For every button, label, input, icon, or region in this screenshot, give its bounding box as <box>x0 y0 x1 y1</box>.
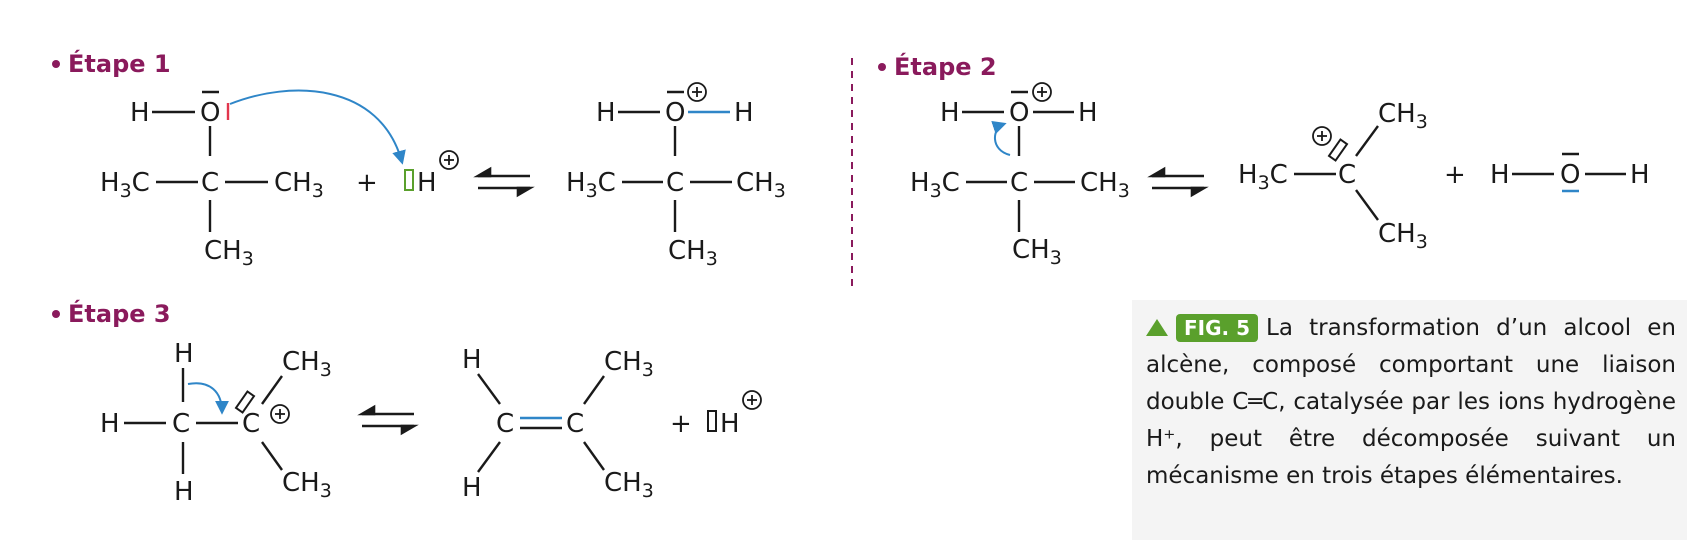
bond <box>261 441 283 471</box>
atom-c: C <box>201 168 219 198</box>
vacant-orbital <box>707 410 717 432</box>
group-ch3: CH3 <box>1012 235 1062 269</box>
positive-charge <box>687 82 707 102</box>
atom-h: H <box>1490 160 1510 190</box>
atom-o: O <box>1009 98 1029 128</box>
equilibrium-arrow <box>1147 166 1209 198</box>
atom-o: O <box>200 98 220 128</box>
atom-c: C <box>172 409 190 439</box>
group-h3c: H3C <box>100 168 150 202</box>
water-molecule: H O H <box>1490 152 1650 193</box>
positive-charge <box>439 150 459 170</box>
triangle-icon <box>1146 319 1168 336</box>
group-ch3: CH3 <box>282 347 332 381</box>
atom-h: H <box>174 339 194 369</box>
atom-c: C <box>566 409 584 439</box>
group-ch3: CH3 <box>1080 168 1130 202</box>
bond <box>1355 125 1379 157</box>
step-2-heading: Étape 2 <box>894 52 997 81</box>
step3-reactant-carbocation: H H C H C CH3 CH3 <box>100 339 332 507</box>
group-ch3: CH3 <box>274 168 324 202</box>
step-1-heading: Étape 1 <box>68 49 171 78</box>
atom-h: H <box>462 345 482 375</box>
step-3: Étape 3 H H C H C CH3 CH3 <box>52 299 762 507</box>
electron-arrow <box>229 89 406 165</box>
atom-c: C <box>496 409 514 439</box>
bond <box>477 373 501 405</box>
positive-charge <box>742 390 762 410</box>
step1-reactant-alcohol: H O H3C C CH3 CH3 <box>100 90 324 270</box>
group-h3c: H3C <box>566 168 616 202</box>
bullet <box>52 60 60 68</box>
atom-o: O <box>665 98 685 128</box>
bullet <box>52 310 60 318</box>
group-ch3: CH3 <box>736 168 786 202</box>
atom-h: H <box>1078 98 1098 128</box>
bond <box>477 441 501 473</box>
atom-c: C <box>242 409 260 439</box>
group-ch3: CH3 <box>604 347 654 381</box>
positive-charge <box>270 404 290 424</box>
atom-h: H <box>940 98 960 128</box>
atom-h: H <box>174 477 194 507</box>
atom-h: H <box>734 98 754 128</box>
group-ch3: CH3 <box>604 468 654 502</box>
step-3-heading: Étape 3 <box>68 299 171 328</box>
atom-h: H <box>1630 160 1650 190</box>
atom-c: C <box>1010 168 1028 198</box>
group-ch3: CH3 <box>204 236 254 270</box>
group-ch3: CH3 <box>282 468 332 502</box>
atom-h: H <box>462 473 482 503</box>
bond <box>261 375 283 405</box>
group-ch3: CH3 <box>1378 99 1428 133</box>
group-ch3: CH3 <box>1378 219 1428 253</box>
vacant-orbital <box>404 169 414 191</box>
vacant-orbital <box>1327 138 1349 162</box>
electron-arrow <box>991 120 1011 156</box>
vacant-orbital <box>234 390 256 414</box>
equilibrium-arrow <box>357 404 419 436</box>
atom-h: H <box>417 168 437 198</box>
plus-sign: + <box>356 168 378 198</box>
bond <box>1355 189 1379 221</box>
step-2: Étape 2 H O H H3C C CH3 CH3 <box>878 52 1650 269</box>
step-1: Étape 1 H O H3C C CH3 CH3 + H <box>52 49 786 270</box>
step1-product-oxonium: H O H H3C C CH3 CH3 <box>566 82 786 270</box>
atom-o: O <box>1560 160 1580 190</box>
atom-h: H <box>130 98 150 128</box>
step2-product-carbocation: H3C C CH3 CH3 <box>1238 99 1428 253</box>
positive-charge <box>1032 82 1052 102</box>
group-ch3: CH3 <box>668 236 718 270</box>
group-h3c: H3C <box>1238 160 1288 194</box>
bond <box>583 375 605 405</box>
group-h3c: H3C <box>910 168 960 202</box>
atom-c: C <box>666 168 684 198</box>
positive-charge <box>1312 126 1332 146</box>
step2-reactant-oxonium: H O H H3C C CH3 CH3 <box>910 82 1130 269</box>
atom-h: H <box>100 409 120 439</box>
equilibrium-arrow <box>473 166 535 198</box>
electron-arrow <box>187 382 229 415</box>
figure-badge: FIG. 5 <box>1176 314 1258 342</box>
bond <box>583 441 605 471</box>
step3-product-alkene: H C H C CH3 CH3 <box>462 345 654 503</box>
plus-sign: + <box>670 409 692 439</box>
plus-sign: + <box>1444 160 1466 190</box>
caption-text: La transformation d’un alcool en alcène,… <box>1146 315 1676 489</box>
atom-h: H <box>596 98 616 128</box>
bullet <box>878 63 886 71</box>
atom-c: C <box>1338 160 1356 190</box>
atom-h: H <box>720 409 740 439</box>
